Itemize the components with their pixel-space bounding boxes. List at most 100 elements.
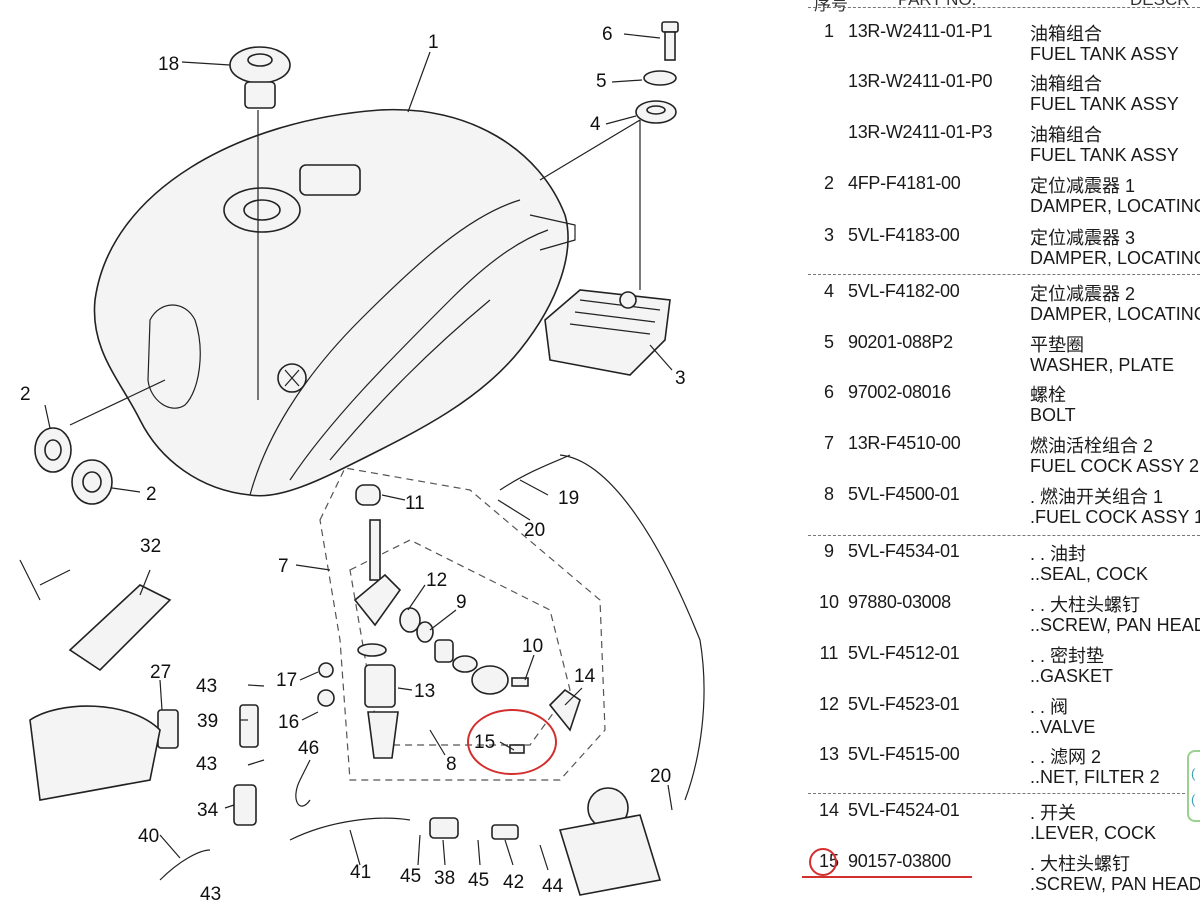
table-row: 12 5VL-F4523-01 . . 阀 ..VALVE [808, 692, 1200, 742]
row-index: 13 [818, 744, 840, 764]
table-row: 7 13R-F4510-00 燃油活栓组合 2 FUEL COCK ASSY 2 [808, 431, 1200, 481]
table-row: 1 13R-W2411-01-P1 油箱组合 FUEL TANK ASSY [808, 19, 1200, 69]
callout-labels: 1 2 2 3 4 5 6 7 8 9 10 11 12 13 14 15 16… [20, 24, 686, 900]
callout-45: 45 [400, 866, 421, 887]
row-index: 1 [823, 21, 834, 41]
callout-2b: 2 [146, 484, 157, 505]
callout-42: 42 [503, 872, 524, 893]
exploded-parts-diagram: 1 2 2 3 4 5 6 7 8 9 10 11 12 13 14 15 16… [19, 21, 705, 900]
table-row: 14 5VL-F4524-01 . 开关 .LEVER, COCK [808, 798, 1200, 848]
row-index: 7 [823, 433, 834, 453]
row-index: 6 [823, 382, 834, 402]
callout-34: 34 [197, 800, 219, 821]
bolt-washer-damper [635, 21, 679, 124]
fuel-cap [229, 46, 291, 109]
callout-5: 5 [596, 71, 607, 92]
table-row: 4 5VL-F4182-00 定位减震器 2 DAMPER, LOCATING [808, 279, 1200, 329]
row-description-cn: 油箱组合 [1030, 74, 1102, 94]
callout-1: 1 [428, 32, 439, 53]
table-row-highlighted: 15 90157-03800 . 大柱头螺钉 .SCREW, PAN HEAD [808, 849, 1200, 899]
row-description-cn: 螺栓 [1030, 385, 1066, 405]
row-part-number: 5VL-F4500-01 [848, 484, 960, 504]
row-part-number: 5VL-F4515-00 [848, 744, 960, 764]
row-description-cn: 定位减震器 1 [1030, 176, 1136, 196]
table-row: 9 5VL-F4534-01 . . 油封 ..SEAL, COCK [808, 539, 1200, 589]
row-description-cn: 油箱组合 [1030, 125, 1102, 145]
row-index: 12 [818, 694, 840, 714]
callout-15: 15 [474, 732, 495, 753]
row-description-cn: 定位减震器 3 [1030, 228, 1136, 248]
callout-8: 8 [446, 754, 457, 775]
row-part-number: 97002-08016 [848, 382, 951, 402]
row-description-cn: 油箱组合 [1030, 24, 1102, 44]
row-index: 8 [823, 484, 834, 504]
diagram-svg: 1 2 2 3 4 5 6 7 8 9 10 11 12 13 14 15 16… [19, 21, 705, 900]
row-description-cn: . . 油封 [1030, 544, 1087, 564]
table-row: 3 5VL-F4183-00 定位减震器 3 DAMPER, LOCATING [808, 223, 1200, 273]
row-separator [808, 535, 1200, 536]
callout-43: 43 [196, 676, 217, 697]
row-description-cn: . . 大柱头螺钉 [1030, 595, 1141, 615]
row-description-en: FUEL TANK ASSY [1030, 94, 1179, 114]
table-row: 8 5VL-F4500-01 . 燃油开关组合 1 .FUEL COCK ASS… [808, 482, 1200, 532]
table-row: 5 90201-088P2 平垫圈 WASHER, PLATE [808, 330, 1200, 380]
locating-damper-3 [544, 289, 671, 376]
left-small-parts [19, 559, 335, 826]
row-description-en: ..SEAL, COCK [1030, 564, 1149, 584]
callout-10: 10 [522, 636, 543, 657]
callout-7: 7 [278, 556, 289, 577]
row-separator [808, 793, 1200, 794]
table-row: 6 97002-08016 螺栓 BOLT [808, 380, 1200, 430]
callout-20: 20 [524, 520, 545, 541]
callout-43b: 43 [196, 754, 217, 775]
callout-43c: 43 [200, 884, 221, 900]
row-part-number: 13R-W2411-01-P3 [848, 122, 993, 142]
row-description-en: ..VALVE [1030, 717, 1096, 737]
edge-widget-glyph: ( [1191, 792, 1196, 807]
row-description-en: ..SCREW, PAN HEAD [1030, 615, 1200, 635]
fuel-tank [93, 108, 576, 497]
header-description: DESCR [1130, 0, 1190, 10]
callout-39: 39 [197, 711, 218, 732]
table-row: 2 4FP-F4181-00 定位减震器 1 DAMPER, LOCATING [808, 171, 1200, 221]
edge-widget-glyph: ( [1191, 766, 1196, 781]
callout-9: 9 [456, 592, 467, 613]
row-description-cn: 燃油活栓组合 2 [1030, 436, 1154, 456]
callout-44: 44 [542, 876, 564, 897]
row-description-en: DAMPER, LOCATING [1030, 248, 1200, 268]
row-description-en: FUEL COCK ASSY 2 [1030, 456, 1200, 476]
row-part-number: 5VL-F4524-01 [848, 800, 960, 820]
callout-38: 38 [434, 868, 455, 889]
row-index: 14 [818, 800, 840, 820]
row-description-en: BOLT [1030, 405, 1076, 425]
row-index: 4 [823, 281, 834, 301]
row-description-en: DAMPER, LOCATING [1030, 304, 1200, 324]
row-part-number: 5VL-F4534-01 [848, 541, 960, 561]
row-description-cn: . 燃油开关组合 1 [1030, 487, 1164, 507]
row-part-number: 13R-F4510-00 [848, 433, 961, 453]
row-description-en: WASHER, PLATE [1030, 355, 1175, 375]
row-description-en: FUEL TANK ASSY [1030, 145, 1179, 165]
row-part-number: 5VL-F4512-01 [848, 643, 960, 663]
callout-3: 3 [675, 368, 686, 389]
row-description-en: ..NET, FILTER 2 [1030, 767, 1160, 787]
parts-list-table: 序号 PART NO. DESCR 1 13R-W2411-01-P1 油箱组合… [808, 0, 1200, 900]
row-description-en: .SCREW, PAN HEAD [1030, 874, 1200, 894]
row-part-number: 13R-W2411-01-P1 [848, 21, 993, 41]
highlight-circle-15 [467, 709, 557, 775]
row-part-number: 90157-03800 [848, 851, 951, 871]
callout-45b: 45 [468, 870, 489, 891]
row-description-cn: 平垫圈 [1030, 335, 1084, 355]
callout-20b: 20 [650, 766, 671, 787]
row-description-cn: . 大柱头螺钉 [1030, 854, 1131, 874]
edge-widget[interactable]: ( ( [1187, 750, 1200, 822]
row-description-cn: . 开关 [1030, 803, 1077, 823]
callout-41: 41 [350, 862, 371, 883]
row-part-number: 90201-088P2 [848, 332, 953, 352]
callout-6: 6 [602, 24, 613, 45]
callout-11: 11 [405, 493, 425, 514]
row-separator [808, 7, 1200, 8]
callout-4: 4 [590, 114, 601, 135]
callout-17: 17 [276, 670, 297, 691]
row-index: 5 [823, 332, 834, 352]
